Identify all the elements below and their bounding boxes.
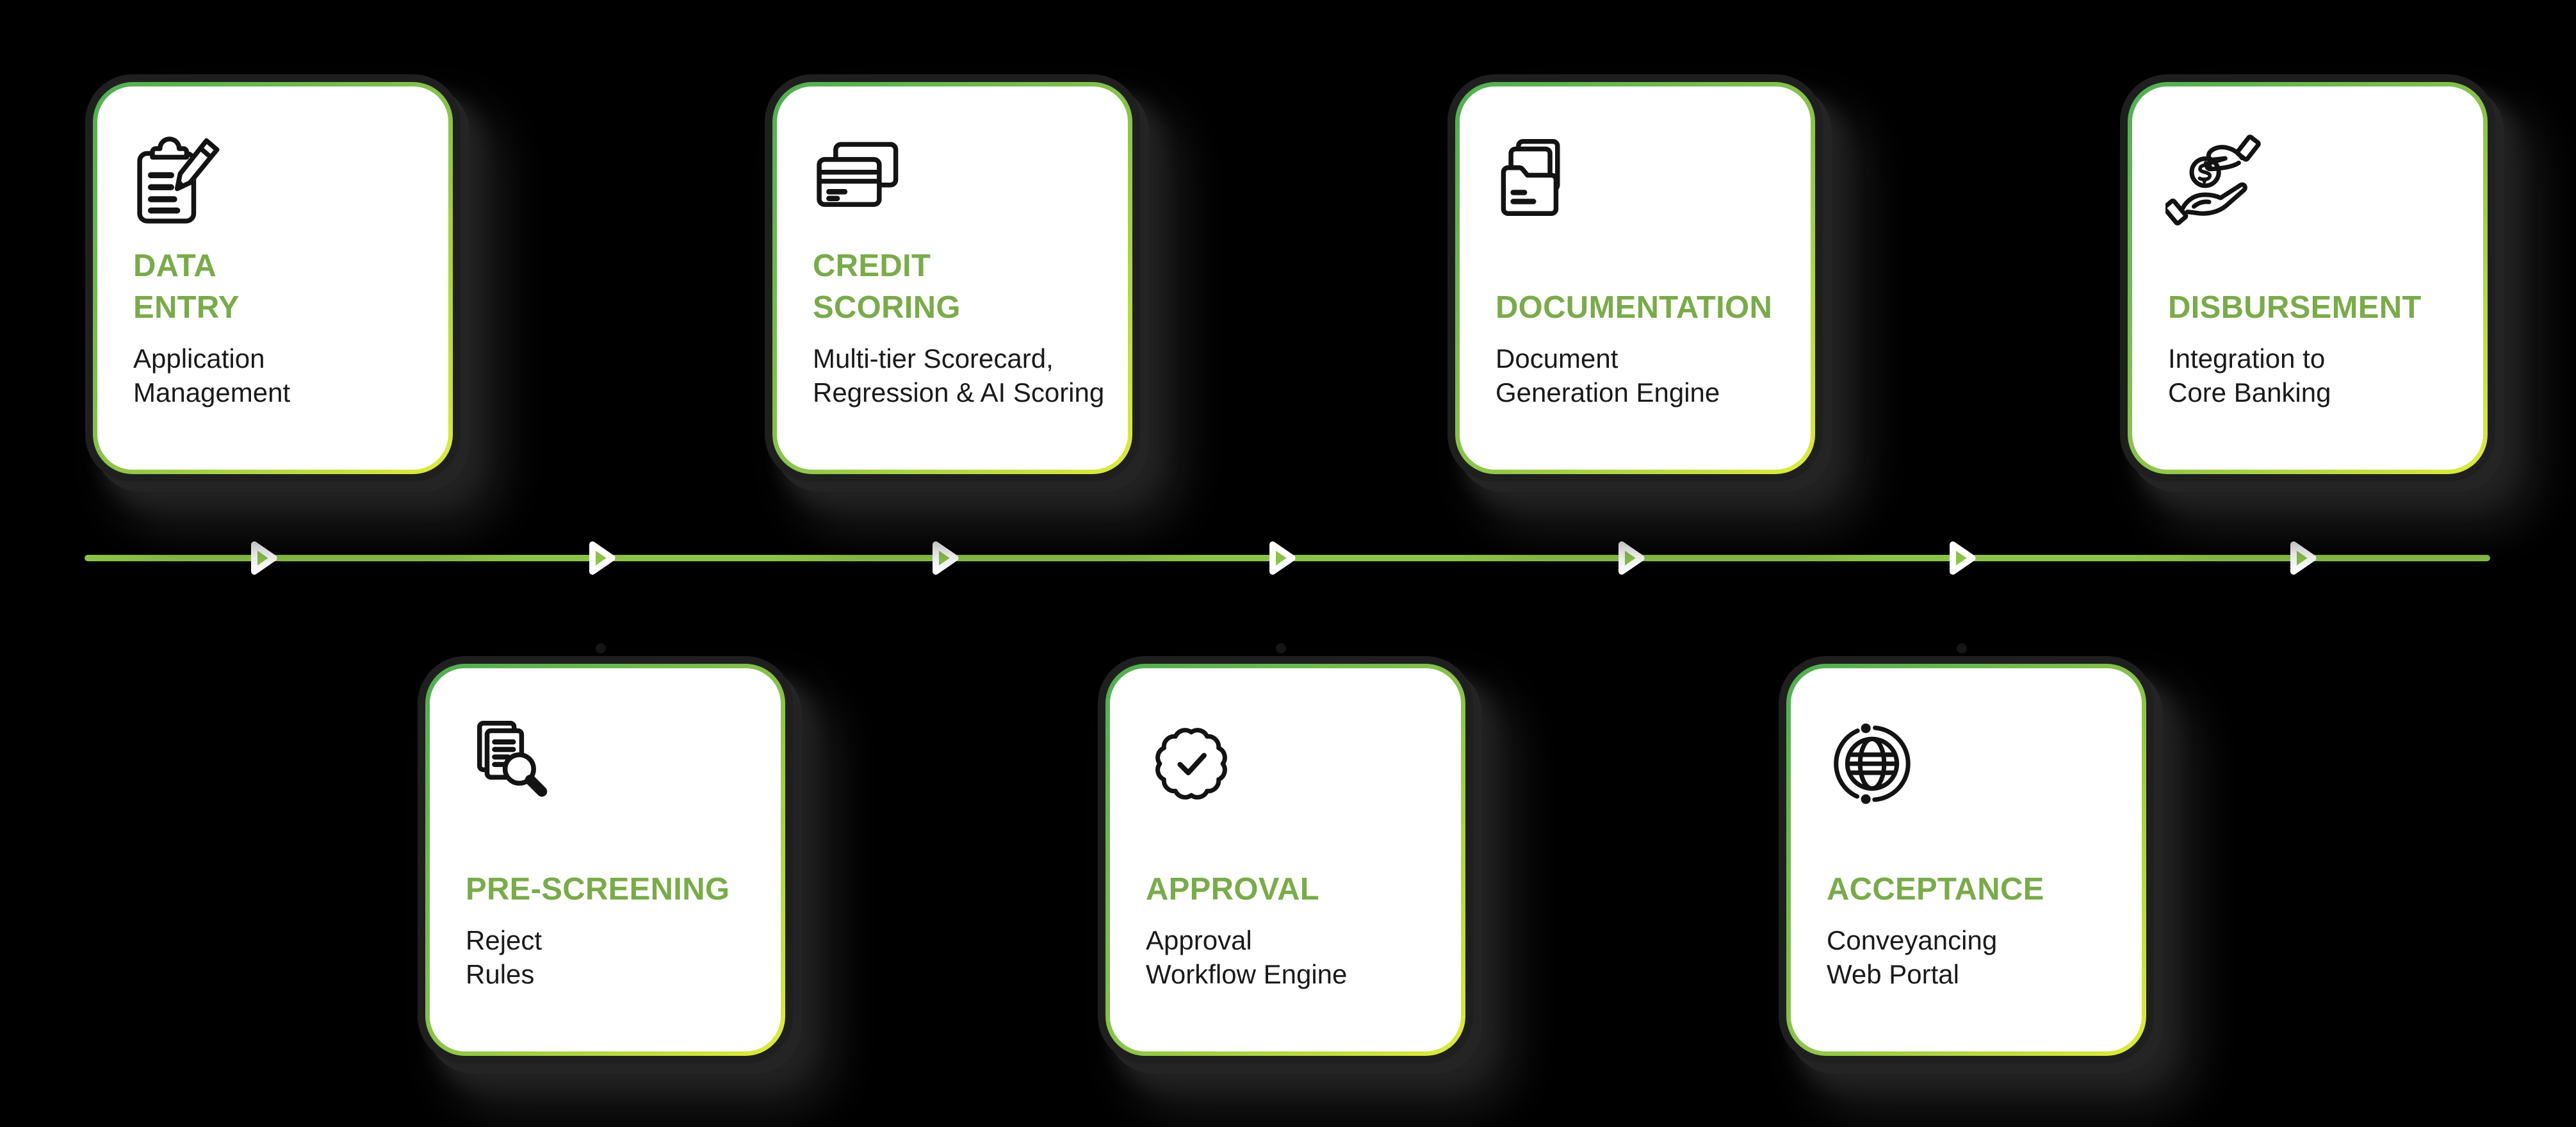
description-line: Web Portal: [1827, 959, 1959, 989]
description-line: Document: [1496, 343, 1618, 374]
description-line: Conveyancing: [1827, 925, 1998, 955]
card-text: DATA ENTRY Application Management: [133, 245, 432, 409]
title-line: SCORING: [813, 290, 961, 325]
card-text: DOCUMENTATION Document Generation Engine: [1496, 287, 1794, 409]
connector-dot: [1276, 643, 1286, 654]
card-documentation: DOCUMENTATION Document Generation Engine: [1455, 82, 1815, 474]
arrow-icon: [933, 541, 959, 575]
card-disbursement: DISBURSEMENT Integration to Core Banking: [2128, 82, 2488, 474]
arrow-icon: [589, 541, 615, 575]
description-line: Rules: [466, 959, 535, 989]
description-line: Management: [133, 377, 291, 407]
card-title: DOCUMENTATION: [1496, 287, 1794, 329]
globe-orbit-icon: [1824, 716, 1920, 812]
title-line: ACCEPTANCE: [1827, 872, 2044, 907]
title-line: PRE-SCREENING: [466, 872, 730, 907]
card-description: Reject Rules: [466, 923, 764, 991]
description-line: Integration to: [2168, 343, 2326, 374]
description-line: Multi-tier Scorecard,: [813, 343, 1054, 374]
description-line: Workflow Engine: [1146, 959, 1348, 989]
card-title: DATA ENTRY: [133, 245, 432, 329]
card-credit-scoring: CREDIT SCORING Multi-tier Scorecard, Reg…: [772, 82, 1132, 474]
title-line: CREDIT: [813, 249, 931, 283]
badge-check-icon: [1143, 716, 1239, 812]
card-description: Document Generation Engine: [1496, 341, 1794, 409]
description-line: Reject: [466, 925, 542, 955]
description-line: Application: [133, 343, 265, 374]
arrow-icon: [1950, 541, 1976, 575]
documents-magnifier-icon: [463, 716, 559, 812]
card-approval: APPROVAL Approval Workflow Engine: [1105, 664, 1465, 1056]
card-data-entry: DATA ENTRY Application Management: [93, 82, 453, 474]
arrow-icon: [1618, 541, 1645, 575]
arrow-icon: [251, 541, 277, 575]
title-line: ENTRY: [133, 290, 240, 325]
card-text: DISBURSEMENT Integration to Core Banking: [2168, 287, 2466, 409]
card-description: Integration to Core Banking: [2168, 341, 2466, 409]
connector-dot: [596, 643, 606, 654]
card-title: APPROVAL: [1146, 869, 1444, 910]
connector-dot: [1957, 643, 1967, 654]
card-description: Multi-tier Scorecard, Regression & AI Sc…: [813, 341, 1111, 409]
card-text: CREDIT SCORING Multi-tier Scorecard, Reg…: [813, 245, 1111, 409]
title-line: DISBURSEMENT: [2168, 290, 2422, 325]
arrow-icon: [1269, 541, 1296, 575]
card-acceptance: ACCEPTANCE Conveyancing Web Portal: [1786, 664, 2146, 1056]
card-description: Application Management: [133, 341, 432, 409]
card-title: DISBURSEMENT: [2168, 287, 2466, 329]
card-title: PRE-SCREENING: [466, 869, 764, 910]
arrow-icon: [2290, 541, 2317, 575]
title-line: DATA: [133, 249, 217, 283]
card-title: CREDIT SCORING: [813, 245, 1111, 329]
description-line: Regression & AI Scoring: [813, 377, 1105, 407]
card-pre-screening: PRE-SCREENING Reject Rules: [425, 664, 785, 1056]
card-title: ACCEPTANCE: [1827, 869, 2125, 910]
card-text: APPROVAL Approval Workflow Engine: [1146, 869, 1444, 991]
credit-cards-icon: [810, 134, 906, 230]
title-line: APPROVAL: [1146, 872, 1320, 907]
description-line: Generation Engine: [1496, 377, 1720, 407]
card-text: ACCEPTANCE Conveyancing Web Portal: [1827, 869, 2125, 991]
card-description: Approval Workflow Engine: [1146, 923, 1444, 991]
folder-documents-icon: [1493, 134, 1589, 230]
card-description: Conveyancing Web Portal: [1827, 923, 2125, 991]
description-line: Approval: [1146, 925, 1252, 955]
hand-coin-icon: [2165, 134, 2262, 230]
title-line: DOCUMENTATION: [1496, 290, 1773, 325]
clipboard-pencil-icon: [131, 134, 227, 230]
description-line: Core Banking: [2168, 377, 2331, 407]
card-text: PRE-SCREENING Reject Rules: [466, 869, 764, 991]
